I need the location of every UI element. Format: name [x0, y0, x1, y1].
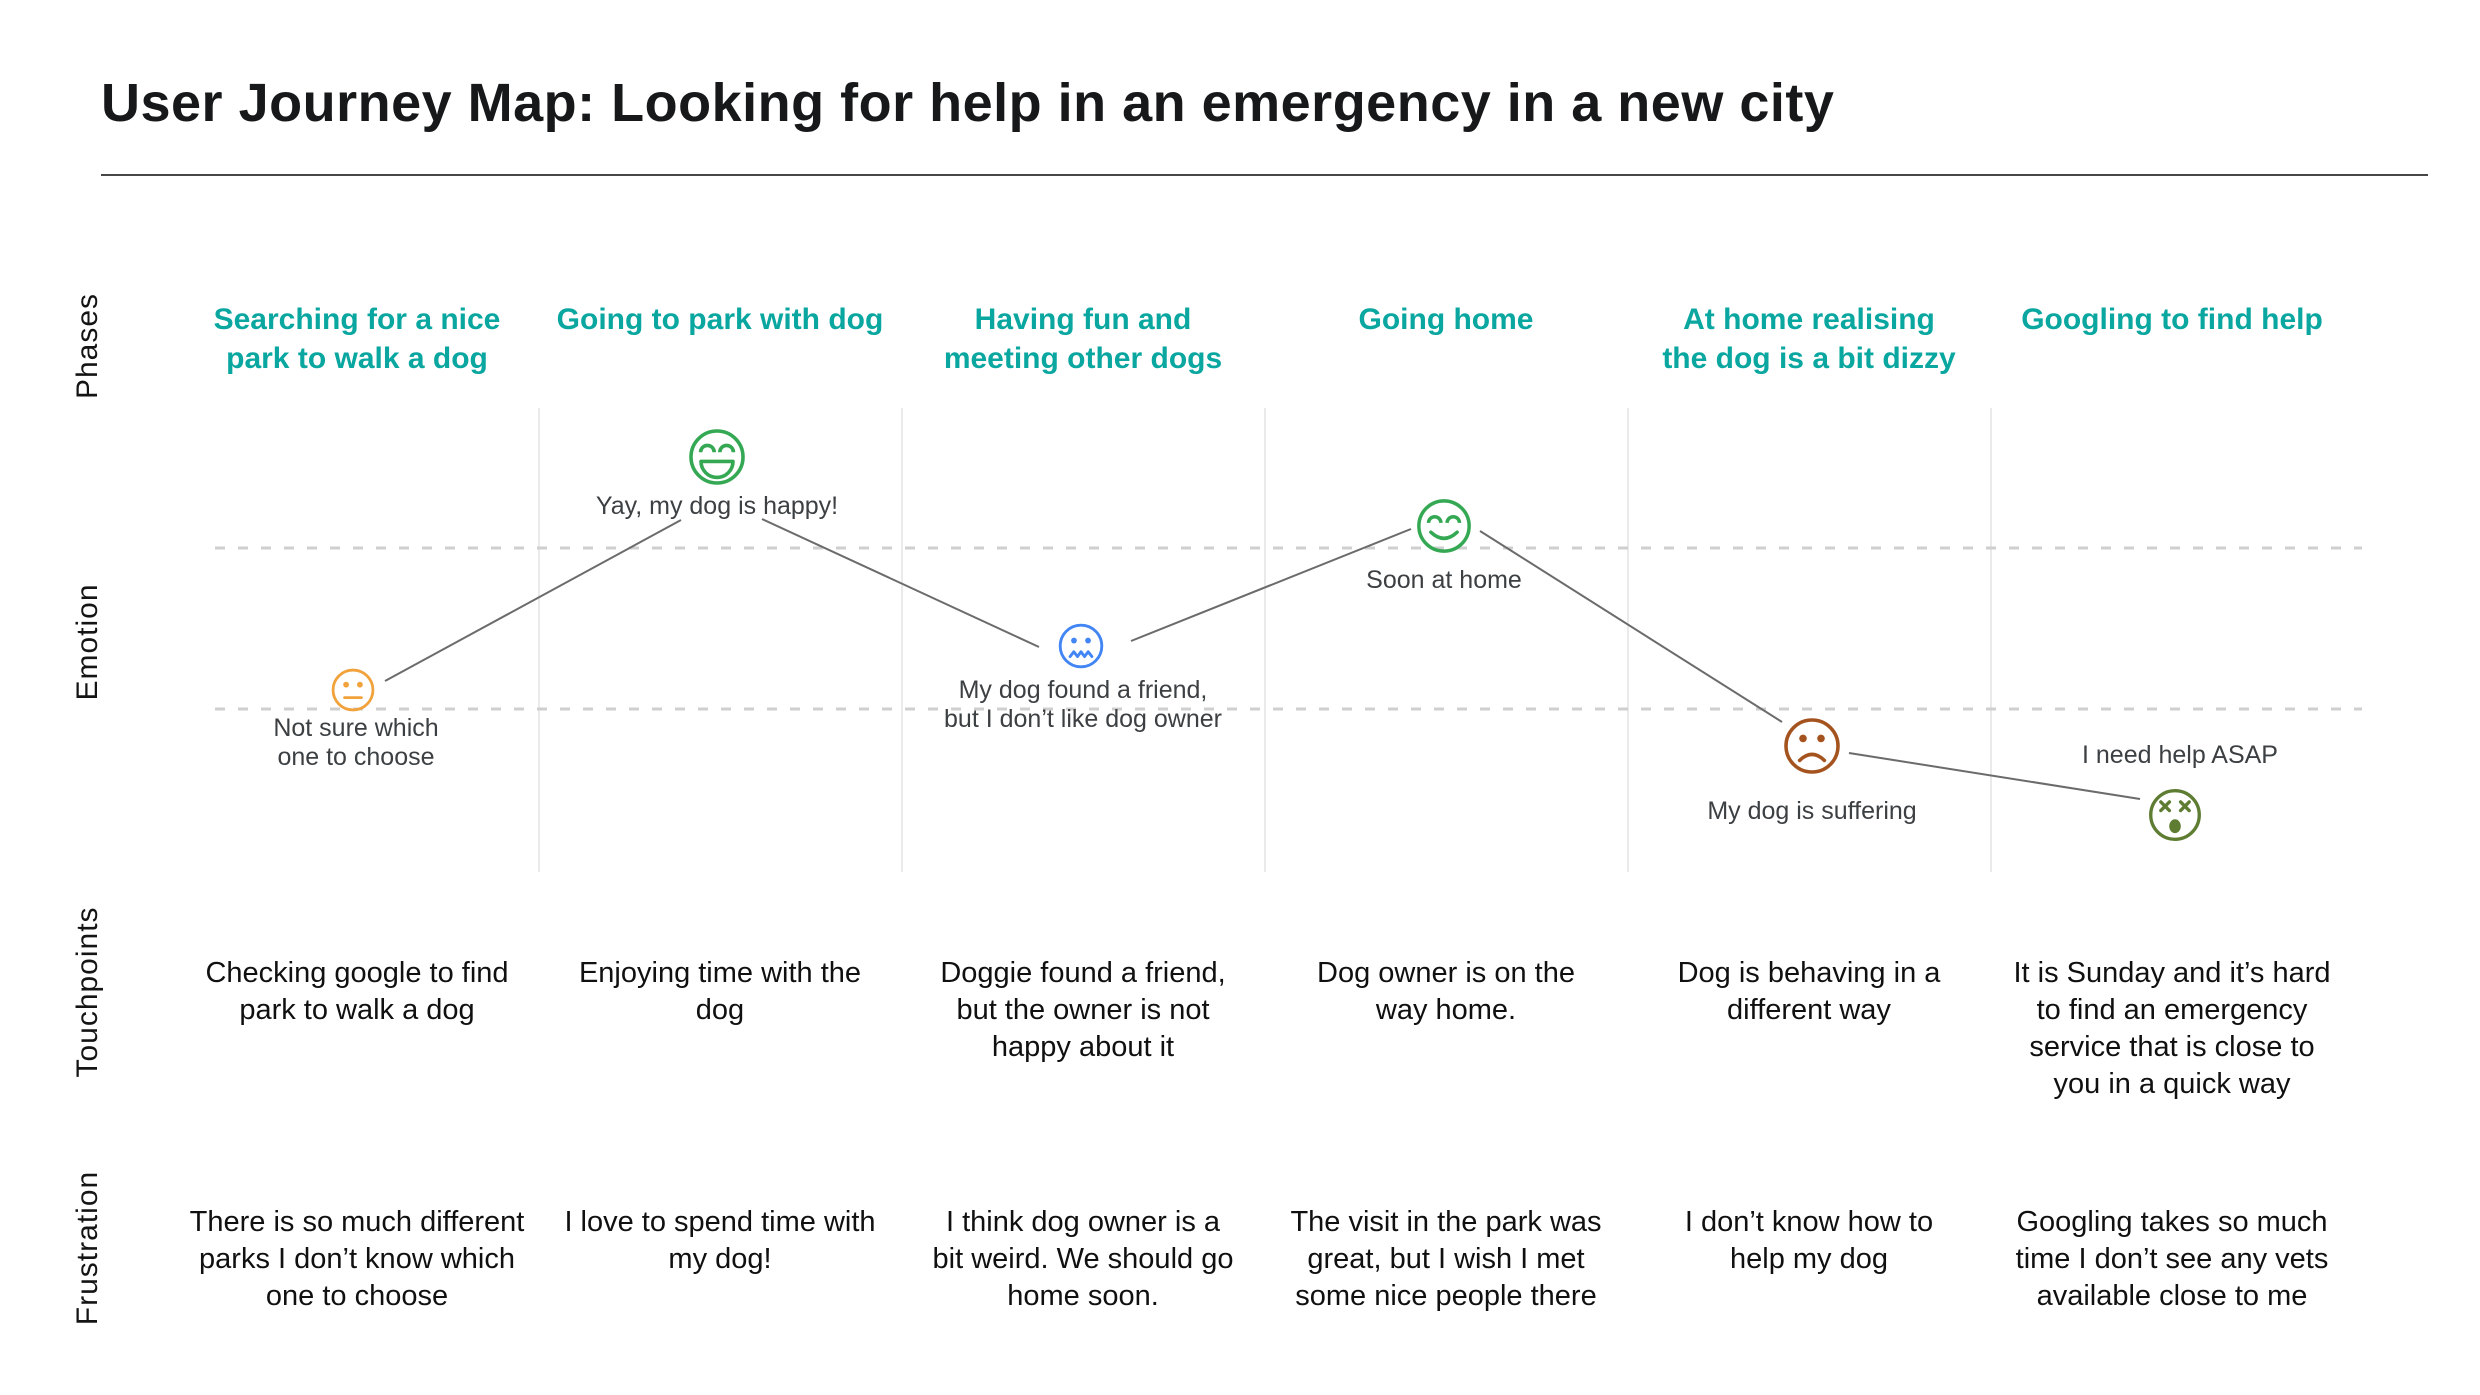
frustration-cell-2: I love to spend time with my dog! [564, 1206, 876, 1275]
frustration-cell-5: I don’t know how to help my dog [1684, 1206, 1934, 1275]
emotion-label-2: Yay, my dog is happy! [595, 492, 839, 520]
phase-title-4: Going home [1358, 303, 1534, 336]
emotion-label-4: Soon at home [1366, 566, 1522, 594]
emotion-label-1: Not sure which one to choose [273, 714, 439, 771]
phase-title-5: At home realising the dog is a bit dizzy [1662, 303, 1956, 375]
touchpoint-cell-5: Dog is behaving in a different way [1677, 957, 1941, 1026]
frustration-cell-6: Googling takes so much time I don’t see … [2015, 1206, 2329, 1312]
touchpoint-cell-1: Checking google to find park to walk a d… [205, 957, 509, 1026]
phase-title-6: Googling to find help [2021, 303, 2323, 336]
dead-dizzy-face-icon [2149, 789, 2201, 841]
emotion-label-5: My dog is suffering [1707, 797, 1917, 825]
sad-face-icon [1784, 718, 1840, 774]
neutral-face-icon [331, 668, 375, 712]
emotion-label-6: I need help ASAP [2082, 741, 2278, 769]
confounded-face-icon [1058, 623, 1104, 669]
frustration-cell-3: I think dog owner is a bit weird. We sho… [932, 1206, 1234, 1312]
phase-title-1: Searching for a nice park to walk a dog [213, 303, 501, 375]
relieved-smile-face-icon [1417, 499, 1471, 553]
page-title: User Journey Map: Looking for help in an… [101, 73, 1835, 133]
touchpoint-cell-3: Doggie found a friend, but the owner is … [940, 957, 1226, 1063]
grinning-face-icon [689, 429, 745, 485]
touchpoint-cell-6: It is Sunday and it’s hard to find an em… [2013, 957, 2331, 1100]
phase-title-2: Going to park with dog [556, 303, 884, 336]
frustration-cell-1: There is so much different parks I don’t… [189, 1206, 525, 1312]
frustration-cell-4: The visit in the park was great, but I w… [1290, 1206, 1602, 1312]
touchpoint-cell-2: Enjoying time with the dog [578, 957, 862, 1026]
emotion-curve [384, 518, 2141, 800]
touchpoint-cell-4: Dog owner is on the way home. [1317, 957, 1575, 1026]
column-dividers [538, 408, 1992, 872]
phase-title-3: Having fun and meeting other dogs [943, 303, 1223, 375]
title-divider [101, 174, 2428, 176]
emotion-label-3: My dog found a friend, but I don’t like … [944, 676, 1222, 733]
